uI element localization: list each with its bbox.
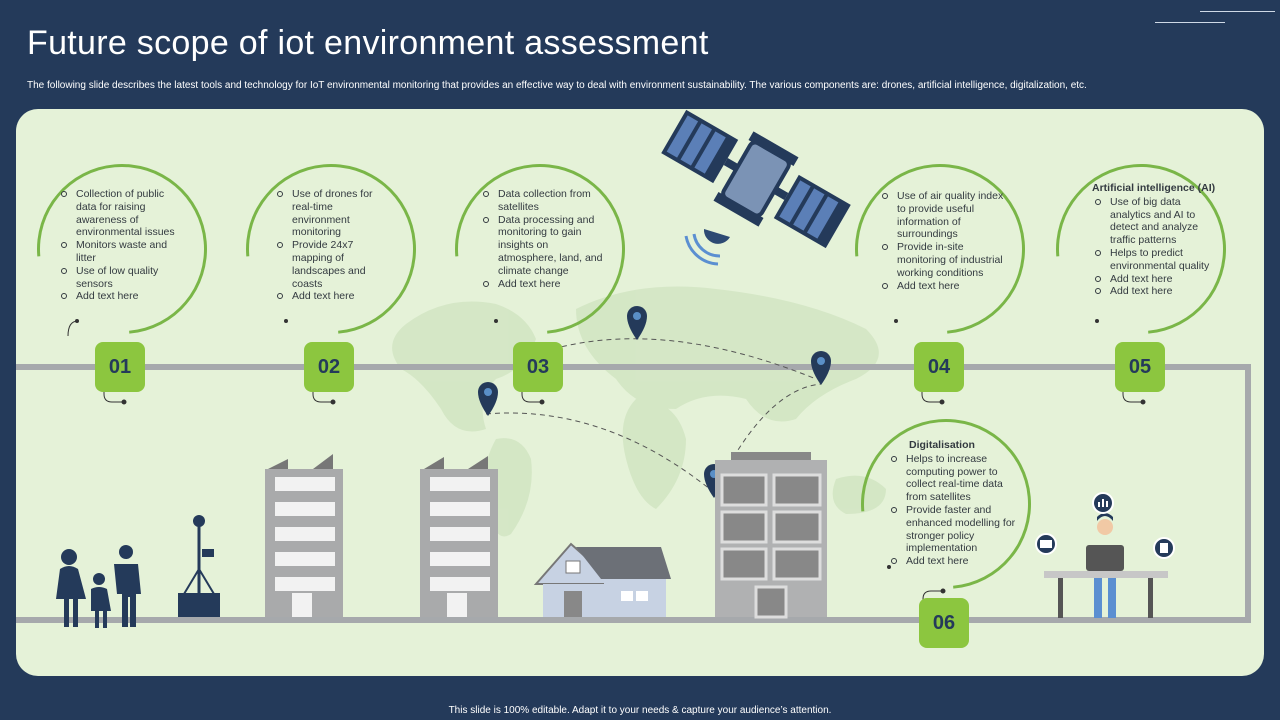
monitor-icon — [1035, 533, 1057, 555]
track-lines — [16, 364, 1251, 623]
route-lines — [485, 338, 822, 495]
step-text-02: Use of drones for real-time environment … — [274, 188, 386, 303]
step-text-06: Digitalisation Helps to increase computi… — [888, 439, 1018, 568]
satellite-dish — [684, 229, 730, 266]
bullet: Provide 24x7 mapping of landscapes and c… — [274, 239, 386, 290]
step-text-04: Use of air quality index to provide usef… — [879, 190, 1007, 292]
bullet: Provide in-site monitoring of industrial… — [879, 241, 1007, 279]
bullet: Helps to increase computing power to col… — [888, 453, 1018, 504]
bullet: Use of drones for real-time environment … — [274, 188, 386, 239]
bullet: Add text here — [274, 290, 386, 303]
bullet: Use of air quality index to provide usef… — [879, 190, 1007, 241]
slide-title: Future scope of iot environment assessme… — [27, 24, 709, 62]
step-number-03: 03 — [513, 342, 563, 392]
satellite-icon — [661, 109, 851, 249]
step-number-06: 06 — [919, 598, 969, 648]
bullet: Use of big data analytics and AI to dete… — [1092, 196, 1224, 247]
building-icon — [265, 454, 343, 617]
arc-end-dots — [75, 319, 1099, 569]
step-number-04: 04 — [914, 342, 964, 392]
bullet: Add text here — [1092, 285, 1224, 298]
connectors — [67, 320, 1146, 619]
slide-subtitle: The following slide describes the latest… — [27, 80, 1087, 91]
chart-icon — [1092, 492, 1114, 514]
step-number-05: 05 — [1115, 342, 1165, 392]
bullet: Data collection from satellites — [480, 188, 608, 214]
illustration — [16, 109, 1251, 628]
step-number-01: 01 — [95, 342, 145, 392]
sensor-station-icon — [178, 515, 220, 617]
bullet: Helps to predict environmental quality — [1092, 247, 1224, 273]
content-panel: Collection of public data for raising aw… — [16, 109, 1264, 676]
bullet: Add text here — [879, 280, 1007, 293]
bullet: Provide faster and enhanced modelling fo… — [888, 504, 1018, 555]
building-icon — [715, 452, 827, 619]
bullet: Add text here — [888, 555, 1018, 568]
bullet: Add text here — [480, 278, 608, 291]
step-text-01: Collection of public data for raising aw… — [58, 188, 186, 303]
step-text-05: Artificial intelligence (AI) Use of big … — [1092, 182, 1224, 298]
slide-footer: This slide is 100% editable. Adapt it to… — [448, 705, 832, 716]
bullet: Use of low quality sensors — [58, 265, 186, 291]
bullet: Monitors waste and litter — [58, 239, 186, 265]
decorative-line-top — [1200, 11, 1275, 12]
step-number-02: 02 — [304, 342, 354, 392]
bullet: Collection of public data for raising aw… — [58, 188, 186, 239]
bullet: Add text here — [1092, 273, 1224, 286]
house-icon — [533, 542, 671, 617]
bullet: Data processing and monitoring to gain i… — [480, 214, 608, 278]
decorative-line-bottom — [1155, 22, 1225, 23]
step-heading: Artificial intelligence (AI) — [1092, 182, 1216, 194]
bullet: Add text here — [58, 290, 186, 303]
step-text-03: Data collection from satellites Data pro… — [480, 188, 608, 290]
family-icon — [56, 545, 141, 628]
building-icon — [420, 456, 498, 617]
document-icon — [1153, 537, 1175, 559]
person-laptop-icon — [1044, 513, 1168, 618]
step-heading: Digitalisation — [909, 439, 975, 451]
